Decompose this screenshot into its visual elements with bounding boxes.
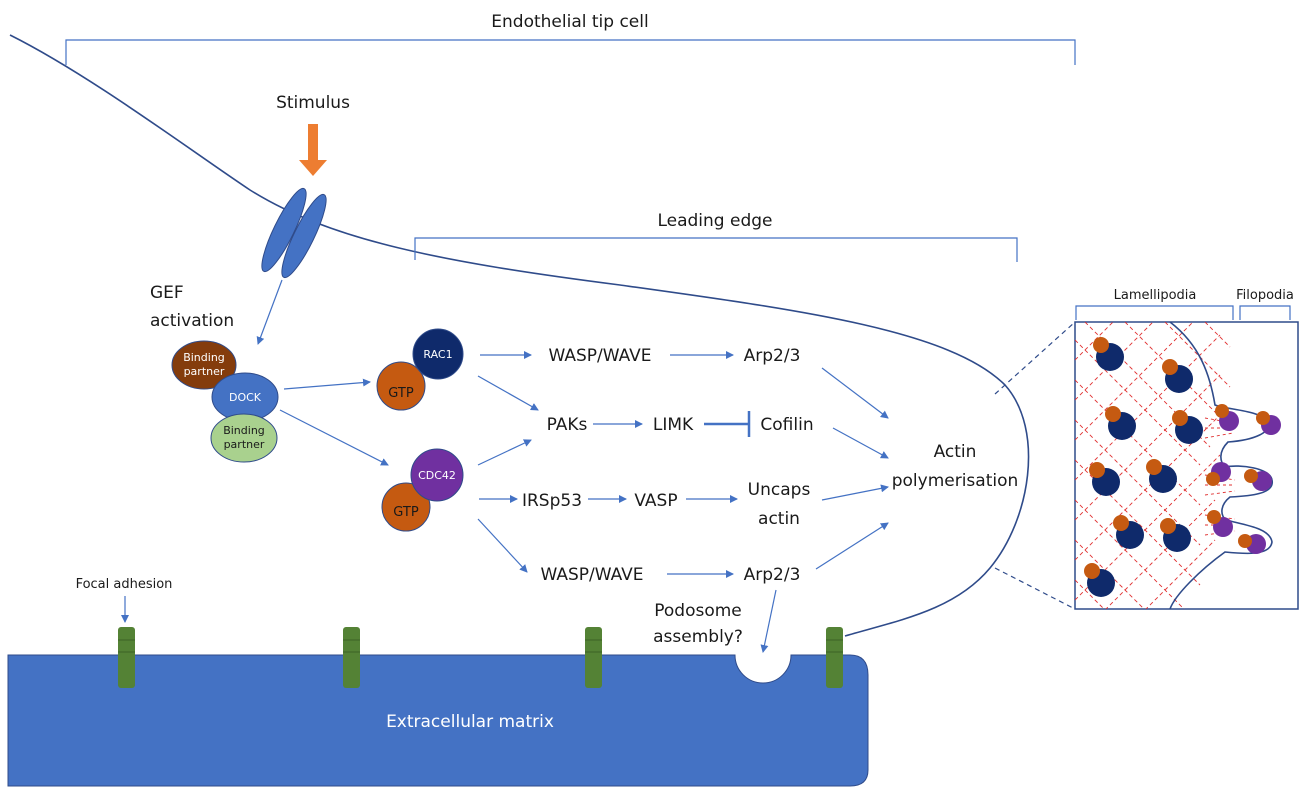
focal-adhesion-3 <box>585 627 602 688</box>
binding-partner-top-label-1: Binding <box>183 351 225 364</box>
binding-partner-top-label-2: partner <box>184 365 225 378</box>
leading-edge-label: Leading edge <box>657 211 772 231</box>
lamellipodia-label: Lamellipodia <box>1114 288 1197 303</box>
filopodia-label: Filopodia <box>1236 288 1294 303</box>
cell-membrane <box>9 34 1030 637</box>
cofilin: Cofilin <box>760 415 813 435</box>
dock-label: DOCK <box>229 391 262 404</box>
cdc42-label: CDC42 <box>418 469 456 482</box>
cdc42-to-wasp-bottom-arrow <box>477 518 528 573</box>
gtp-cdc42-node <box>381 482 431 532</box>
arp-to-podosome-arrow <box>760 589 777 653</box>
cofilin-to-actin-arrow <box>832 427 889 459</box>
lamellipodia-bracket <box>1075 305 1234 320</box>
arp23-bottom: Arp2/3 <box>744 565 801 585</box>
cdc42-node <box>410 448 464 502</box>
gtp-rac1-node <box>376 361 426 411</box>
uncaps-to-actin-arrow <box>821 484 889 501</box>
gtp-rac1-label: GTP <box>388 386 414 401</box>
inset-cdc42-complexes <box>1206 404 1281 554</box>
cdc42-to-paks-arrow <box>477 439 532 466</box>
stimulus-label: Stimulus <box>276 93 350 113</box>
filopodia-bracket <box>1239 305 1291 320</box>
podosome-label-line1: Podosome <box>654 601 742 621</box>
paks: PAKs <box>547 415 588 435</box>
vasp: VASP <box>634 491 677 511</box>
tip-cell-bracket <box>65 39 1076 65</box>
gef-label-line2: activation <box>150 311 234 331</box>
binding-partner-bottom-label-2: partner <box>224 438 265 451</box>
wasp-wave-top: WASP/WAVE <box>548 346 651 366</box>
binding-partner-bottom <box>210 413 278 463</box>
focal-adhesion-2 <box>343 627 360 688</box>
extracellular-matrix <box>7 654 869 787</box>
gtp-cdc42-label: GTP <box>393 505 419 520</box>
uncaps-line1: Uncaps <box>748 480 811 500</box>
leading-edge-bracket <box>414 237 1018 262</box>
rac1-node <box>412 328 464 380</box>
stimulus-arrow-head <box>299 160 327 176</box>
podosome-label-line2: assembly? <box>653 627 743 647</box>
stimulus-arrow-shaft <box>308 124 318 160</box>
dock-to-cdc42-arrow <box>279 409 389 466</box>
inset-rac1-complexes <box>1084 337 1203 597</box>
irsp53: IRSp53 <box>522 491 582 511</box>
arp23-top: Arp2/3 <box>744 346 801 366</box>
arp-bottom-to-actin-arrow <box>815 522 889 570</box>
limk: LIMK <box>653 415 694 435</box>
rac1-to-paks-arrow <box>477 375 539 411</box>
binding-partner-bottom-label-1: Binding <box>223 424 265 437</box>
focal-adhesion-1 <box>118 627 135 688</box>
arp-top-to-actin-arrow <box>821 367 889 419</box>
actin-label-line1: Actin <box>934 442 977 462</box>
ecm-label: Extracellular matrix <box>386 712 554 732</box>
tip-cell-label: Endothelial tip cell <box>491 12 648 32</box>
wasp-wave-bottom: WASP/WAVE <box>540 565 643 585</box>
binding-partner-top <box>171 340 237 390</box>
focal-adhesion-label: Focal adhesion <box>76 577 173 592</box>
zoom-line-bottom <box>994 567 1076 610</box>
dock-to-rac1-arrow <box>283 378 371 390</box>
receptor-to-dock-arrow <box>256 279 283 345</box>
rac1-label: RAC1 <box>423 348 452 361</box>
actin-label-line2: polymerisation <box>892 471 1019 491</box>
receptor <box>261 187 327 279</box>
focal-adhesion-4 <box>826 627 843 688</box>
zoom-line-top <box>994 321 1076 395</box>
gef-label-line1: GEF <box>150 283 184 303</box>
uncaps-line2: actin <box>758 509 800 529</box>
